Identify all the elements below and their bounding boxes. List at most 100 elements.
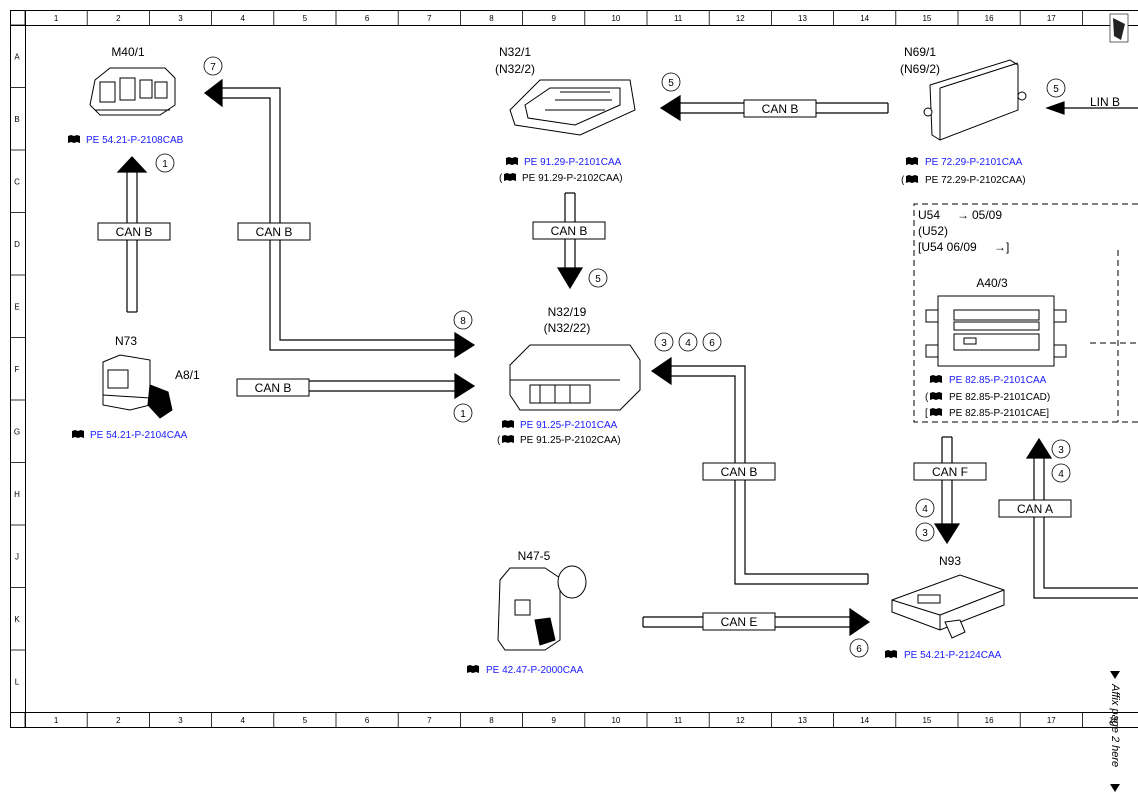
affix-page-note: Affix page 2 here <box>1109 683 1121 767</box>
grid-row-label: F <box>15 365 20 374</box>
grid-column-label: 4 <box>240 14 245 23</box>
grid-column-label: 2 <box>116 14 121 23</box>
circled-number: 3 <box>922 528 928 539</box>
circled-number: 3 <box>1058 445 1064 456</box>
a40-3-ref-link[interactable]: PE 82.85-P-2101CAA <box>949 375 1047 386</box>
grid-column-label: 17 <box>1047 716 1056 725</box>
circled-number: 4 <box>922 504 928 515</box>
variant-box <box>913 203 1138 423</box>
grid-column-label: 12 <box>736 716 745 725</box>
a40-3-label: A40/3 <box>976 276 1008 290</box>
grid-row-label: L <box>15 677 20 686</box>
circled-number: 6 <box>709 338 715 349</box>
grid-column-label: 14 <box>860 14 869 23</box>
m40-1-ref-link[interactable]: PE 54.21-P-2108CAB <box>86 135 184 146</box>
n47-5-component-image <box>497 565 587 651</box>
circled-number-labels: 1 7 5 5 5 8 1 3 4 6 6 4 3 3 4 <box>162 62 1064 655</box>
n69-1-ref-link[interactable]: PE 72.29-P-2101CAA <box>925 157 1023 168</box>
grid-column-label: 6 <box>365 14 370 23</box>
grid-column-label: 13 <box>798 716 807 725</box>
book-icon <box>502 435 514 443</box>
bus-label-can-b: CAN B <box>762 102 799 116</box>
circled-number: 4 <box>1058 469 1064 480</box>
book-icon <box>930 375 942 383</box>
bus-labels: CAN B CAN B CAN B CAN B CAN B CAN B CAN … <box>97 95 1120 631</box>
grid-column-label: 16 <box>985 716 994 725</box>
side-note: Affix page 2 here <box>1109 671 1121 792</box>
grid-column-label: 11 <box>674 14 683 23</box>
n47-5-ref-link[interactable]: PE 42.47-P-2000CAA <box>486 665 584 676</box>
n47-5-label: N47-5 <box>518 549 551 563</box>
book-icon <box>906 175 918 183</box>
m40-1-component-image <box>89 67 176 116</box>
grid-column-label: 7 <box>427 14 432 23</box>
a8-1-label: A8/1 <box>175 368 200 382</box>
svg-text:(: ( <box>497 435 501 446</box>
grid-row-label: J <box>15 552 19 561</box>
page-corner-icon <box>1109 13 1129 43</box>
component-labels: M40/1 N73 A8/1 N32/1 (N32/2) N69/1 (N69/… <box>111 45 1009 568</box>
n69-1-component-image <box>923 59 1027 141</box>
book-icon <box>68 135 80 143</box>
book-icon <box>906 157 918 165</box>
grid-column-label: 1 <box>54 716 59 725</box>
n32-2-label: (N32/2) <box>495 62 535 76</box>
grid-column-label: 18 <box>1109 716 1118 725</box>
n73-label: N73 <box>115 334 137 348</box>
grid-row-label: H <box>14 490 20 499</box>
svg-text:[: [ <box>925 408 928 419</box>
circled-number: 8 <box>460 316 466 327</box>
n32-1-ref-link[interactable]: PE 91.29-P-2101CAA <box>524 157 622 168</box>
grid-column-label: 15 <box>922 716 931 725</box>
grid-column-label: 9 <box>551 14 556 23</box>
book-icon <box>885 650 897 658</box>
bus-label-can-a: CAN A <box>1017 502 1053 516</box>
grid-column-label: 3 <box>178 716 183 725</box>
n32-22-label: (N32/22) <box>544 321 591 335</box>
circled-number: 5 <box>1053 84 1059 95</box>
n93-label: N93 <box>939 554 961 568</box>
n69-1-label: N69/1 <box>904 45 936 59</box>
grid-row-label: G <box>14 427 20 436</box>
n93-component-image <box>891 574 1005 639</box>
circled-number: 3 <box>661 338 667 349</box>
n32-19-component-image <box>509 344 641 411</box>
n69-2-ref-link[interactable]: PE 72.29-P-2102CAA) <box>925 175 1026 186</box>
n73-ref-link[interactable]: PE 54.21-P-2104CAA <box>90 430 188 441</box>
frame <box>10 10 1138 728</box>
grid-column-label: 12 <box>736 14 745 23</box>
grid-column-label: 17 <box>1047 14 1056 23</box>
book-icon <box>72 430 84 438</box>
n93-ref-link[interactable]: PE 54.21-P-2124CAA <box>904 650 1002 661</box>
bus-label-can-b: CAN B <box>256 225 293 239</box>
a40-3-variant-u54-date: 05/09 <box>972 208 1002 222</box>
svg-text:(: ( <box>499 173 503 184</box>
book-icon <box>930 392 942 400</box>
book-icon <box>467 665 479 673</box>
circled-number: 1 <box>460 409 466 420</box>
circled-number: 4 <box>685 338 691 349</box>
reference-links[interactable]: PE 54.21-P-2108CAB PE 54.21-P-2104CAA PE… <box>68 135 1050 676</box>
n32-2-ref-link[interactable]: PE 91.29-P-2102CAA) <box>522 173 623 184</box>
a40-3-ref-link-alt1[interactable]: PE 82.85-P-2101CAD) <box>949 392 1050 403</box>
svg-text:→]: →] <box>994 240 1009 254</box>
grid-column-label: 10 <box>611 716 620 725</box>
m40-1-label: M40/1 <box>111 45 145 59</box>
a40-3-component-image <box>925 295 1067 367</box>
grid-row-label: B <box>14 115 19 124</box>
n32-22-ref-link[interactable]: PE 91.25-P-2102CAA) <box>520 435 621 446</box>
a40-3-variant-u54: U54 <box>918 208 940 222</box>
grid-column-label: 3 <box>178 14 183 23</box>
n69-2-label: (N69/2) <box>900 62 940 76</box>
a40-3-ref-link-alt2[interactable]: PE 82.85-P-2101CAE] <box>949 408 1049 419</box>
n32-19-ref-link[interactable]: PE 91.25-P-2101CAA <box>520 420 618 431</box>
book-icon <box>930 408 942 416</box>
grid-row-label: K <box>14 615 20 624</box>
circled-numbers <box>155 56 1071 658</box>
grid-row-label: D <box>14 240 20 249</box>
grid-column-label: 2 <box>116 716 121 725</box>
n32-1-component-image <box>509 79 636 136</box>
circled-number: 1 <box>162 159 168 170</box>
